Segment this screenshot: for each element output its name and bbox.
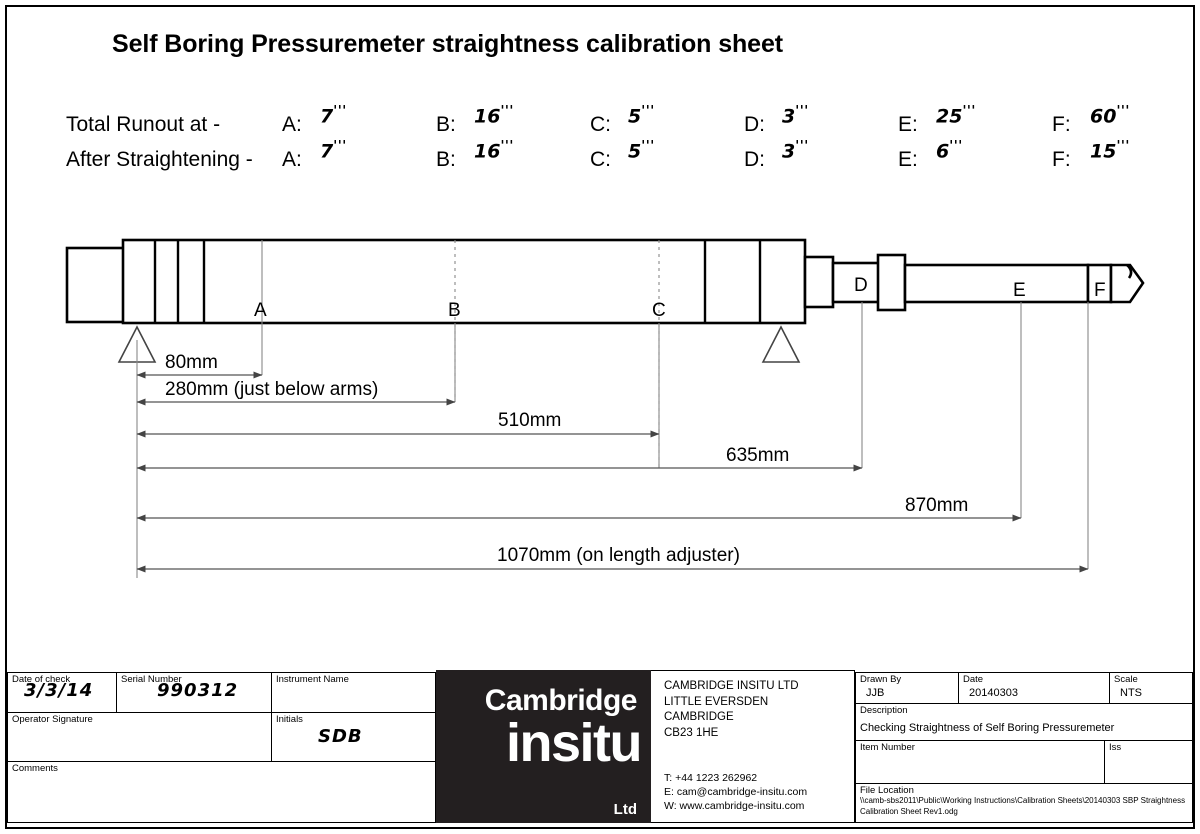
straightened-key-e: E: (898, 148, 918, 171)
item-number-cell[interactable]: Item Number (855, 740, 1105, 784)
initials-label: Initials (276, 714, 303, 725)
company-address-cell: CAMBRIDGE INSITU LTD LITTLE EVERSDEN CAM… (651, 670, 855, 823)
scale-value: NTS (1120, 687, 1142, 699)
operator-signature-cell[interactable]: Operator Signature (7, 712, 272, 762)
runout-value-f[interactable]: 60''' (1090, 104, 1130, 128)
date-value: 20140303 (969, 687, 1018, 699)
date-of-check-cell[interactable]: Date of check 3/3/14 (7, 672, 117, 713)
body-division-lines (153, 240, 762, 323)
iss-cell[interactable]: Iss (1104, 740, 1193, 784)
straightened-key-f: F: (1052, 148, 1071, 171)
comments-label: Comments (12, 763, 58, 774)
after-straightening-label: After Straightening - (66, 148, 253, 171)
straightened-key-a: A: (282, 148, 302, 171)
serial-number-value: 990312 (157, 680, 239, 701)
drawn-by-cell[interactable]: Drawn By JJB (855, 672, 959, 704)
straightened-value-e[interactable]: 6''' (936, 139, 963, 163)
logo-insitu-text: insitu (506, 713, 643, 773)
station-label-b: B (448, 300, 461, 321)
description-cell[interactable]: Description Checking Straightness of Sel… (855, 703, 1193, 741)
runout-key-d: D: (744, 113, 765, 136)
station-label-f: F (1094, 280, 1106, 301)
scale-label: Scale (1114, 674, 1138, 685)
support-triangle-right-icon (761, 325, 801, 363)
company-contact: T: +44 1223 262962 E: cam@cambridge-insi… (664, 772, 808, 812)
company-address: CAMBRIDGE INSITU LTD LITTLE EVERSDEN CAM… (664, 680, 799, 739)
comments-cell[interactable]: Comments (7, 761, 436, 823)
tip-notch-icon (1126, 264, 1133, 279)
description-label: Description (860, 705, 908, 716)
dimension-label-870mm: 870mm (905, 495, 968, 516)
date-of-check-label: Date of check (12, 674, 71, 685)
initials-cell[interactable]: Initials SDB (271, 712, 436, 762)
scale-cell[interactable]: Scale NTS (1109, 672, 1193, 704)
straightened-value-c[interactable]: 5''' (628, 139, 655, 163)
dimension-label-1070mm: 1070mm (on length adjuster) (497, 545, 740, 566)
station-label-e: E (1013, 280, 1026, 301)
page-title: Self Boring Pressuremeter straightness c… (112, 30, 784, 58)
straightened-key-c: C: (590, 148, 611, 171)
date-of-check-value: 3/3/14 (24, 680, 94, 701)
serial-number-label: Serial Number (121, 674, 182, 685)
straightened-value-d[interactable]: 3''' (782, 139, 809, 163)
runout-value-c[interactable]: 5''' (628, 104, 655, 128)
instrument-cone-tip (1109, 263, 1145, 304)
straightened-value-f[interactable]: 15''' (1090, 139, 1130, 163)
station-label-c: C (652, 300, 666, 321)
file-location-value: \\camb-sbs2011\Public\Working Instructio… (860, 796, 1186, 816)
station-label-d: D (854, 275, 868, 296)
dimension-label-635mm: 635mm (726, 445, 789, 466)
station-labels: A B C D E F (254, 275, 1106, 321)
straightened-value-b[interactable]: 16''' (474, 139, 514, 163)
instrument-left-stub (65, 246, 126, 324)
serial-number-cell[interactable]: Serial Number 990312 (116, 672, 272, 713)
runout-value-e[interactable]: 25''' (936, 104, 976, 128)
total-runout-label: Total Runout at - (66, 113, 221, 136)
straightened-value-a[interactable]: 7''' (320, 139, 347, 163)
company-logo: Cambridge insitu Ltd (436, 670, 651, 823)
date-cell[interactable]: Date 20140303 (958, 672, 1110, 704)
runout-value-b[interactable]: 16''' (474, 104, 514, 128)
instrument-name-cell[interactable]: Instrument Name (271, 672, 436, 713)
support-triangles (117, 325, 801, 363)
straightened-key-d: D: (744, 148, 765, 171)
instrument-name-label: Instrument Name (276, 674, 349, 685)
instrument-step-block (803, 255, 835, 309)
iss-label: Iss (1109, 742, 1122, 753)
station-leader-lines (136, 240, 1089, 578)
logo-ltd-text: Ltd (613, 801, 637, 818)
operator-signature-label: Operator Signature (12, 714, 93, 725)
runout-value-d[interactable]: 3''' (782, 104, 809, 128)
dimension-lines (136, 371, 1089, 573)
instrument-collar (876, 253, 907, 312)
total-runout-row: Total Runout at - A: 7''' B: 16''' C: 5'… (66, 104, 1186, 139)
item-number-label: Item Number (860, 742, 915, 753)
runout-key-b: B: (436, 113, 456, 136)
file-location-label: File Location (860, 785, 914, 796)
runout-key-e: E: (898, 113, 918, 136)
date-label: Date (963, 674, 984, 685)
runout-key-a: A: (282, 113, 302, 136)
drawn-by-value: JJB (866, 687, 885, 699)
dimension-label-510mm: 510mm (498, 410, 561, 431)
runout-key-f: F: (1052, 113, 1071, 136)
drawn-by-label: Drawn By (860, 674, 902, 685)
description-value: Checking Straightness of Self Boring Pre… (860, 722, 1115, 734)
instrument-main-body (121, 238, 807, 325)
dimension-label-280mm: 280mm (just below arms) (165, 379, 378, 400)
instrument-long-shaft (903, 263, 1090, 304)
station-label-a: A (254, 300, 267, 321)
file-location-cell[interactable]: File Location \\camb-sbs2011\Public\Work… (855, 783, 1193, 823)
runout-value-a[interactable]: 7''' (320, 104, 347, 128)
runout-key-c: C: (590, 113, 611, 136)
logo-cambridge-text: Cambridge (484, 684, 638, 717)
dimension-labels: 80mm 280mm (just below arms) 510mm 635mm… (165, 352, 968, 566)
dimension-label-80mm: 80mm (165, 352, 218, 373)
straightened-key-b: B: (436, 148, 456, 171)
after-straightening-row: After Straightening - A: 7''' B: 16''' C… (66, 139, 1186, 174)
initials-value: SDB (318, 726, 363, 747)
sheet-border (5, 5, 1195, 829)
